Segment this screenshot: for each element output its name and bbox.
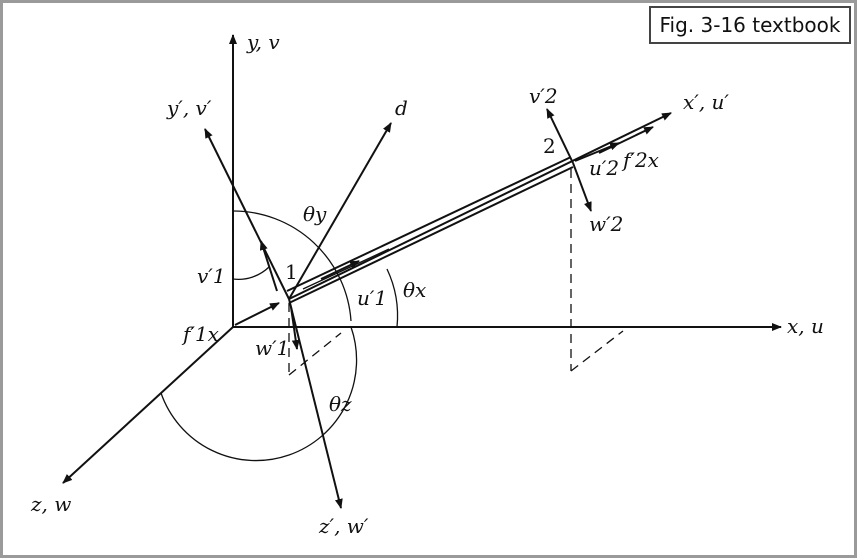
v1-arrow [259, 240, 278, 292]
z-axis-label: z, w [30, 492, 71, 516]
bar-element-edge [288, 166, 574, 304]
projection-dash [288, 332, 342, 376]
f2x-label: f′2x [621, 148, 659, 172]
v1-arc [232, 266, 270, 280]
theta-z-label: θz [329, 392, 352, 416]
v1-label: v′1 [197, 264, 226, 288]
d-vector-label: d [395, 96, 408, 120]
z-local-axis-line [288, 298, 343, 509]
f1x-arrow [234, 302, 280, 326]
f2x-arrow [598, 126, 654, 154]
theta-x-arc [386, 268, 399, 328]
figure-caption: Fig. 3-16 textbook [649, 6, 851, 44]
w2-arrow [572, 162, 592, 212]
f1x-label: f′1x [181, 322, 219, 346]
x-local-axis-line [288, 112, 672, 300]
bar-element-edge [286, 156, 572, 292]
z-local-axis-label: z′, w′ [318, 514, 369, 538]
w2-label: w′2 [589, 212, 623, 236]
node-2-label: 2 [543, 134, 556, 158]
u2-label: u′2 [589, 156, 619, 180]
y-local-axis-label: y′, v′ [166, 96, 212, 120]
u1-label: u′1 [357, 286, 387, 310]
z-axis-line [62, 326, 234, 484]
theta-y-arc [232, 210, 352, 322]
theta-y-label: θy [303, 202, 327, 226]
bar-element-diagram: y, v x, u z, w y′, v′ x′, u′ z′, w′ d θx… [30, 30, 824, 538]
d-vector-line [288, 122, 392, 300]
w1-arrow [290, 306, 300, 350]
v2-arrow [546, 108, 574, 164]
y-axis-label: y, v [246, 30, 280, 54]
theta-z-arc [160, 326, 358, 462]
u1-arrow [320, 260, 360, 280]
w1-label: w′1 [255, 336, 289, 360]
projection-dash [570, 330, 624, 372]
bar-element-centerline [302, 248, 390, 290]
x-local-axis-label: x′, u′ [683, 90, 729, 114]
theta-x-label: θx [403, 278, 426, 302]
y-local-axis-line [204, 128, 290, 300]
v2-label: v′2 [529, 84, 558, 108]
x-axis-label: x, u [787, 314, 824, 338]
node-1-label: 1 [285, 260, 298, 284]
